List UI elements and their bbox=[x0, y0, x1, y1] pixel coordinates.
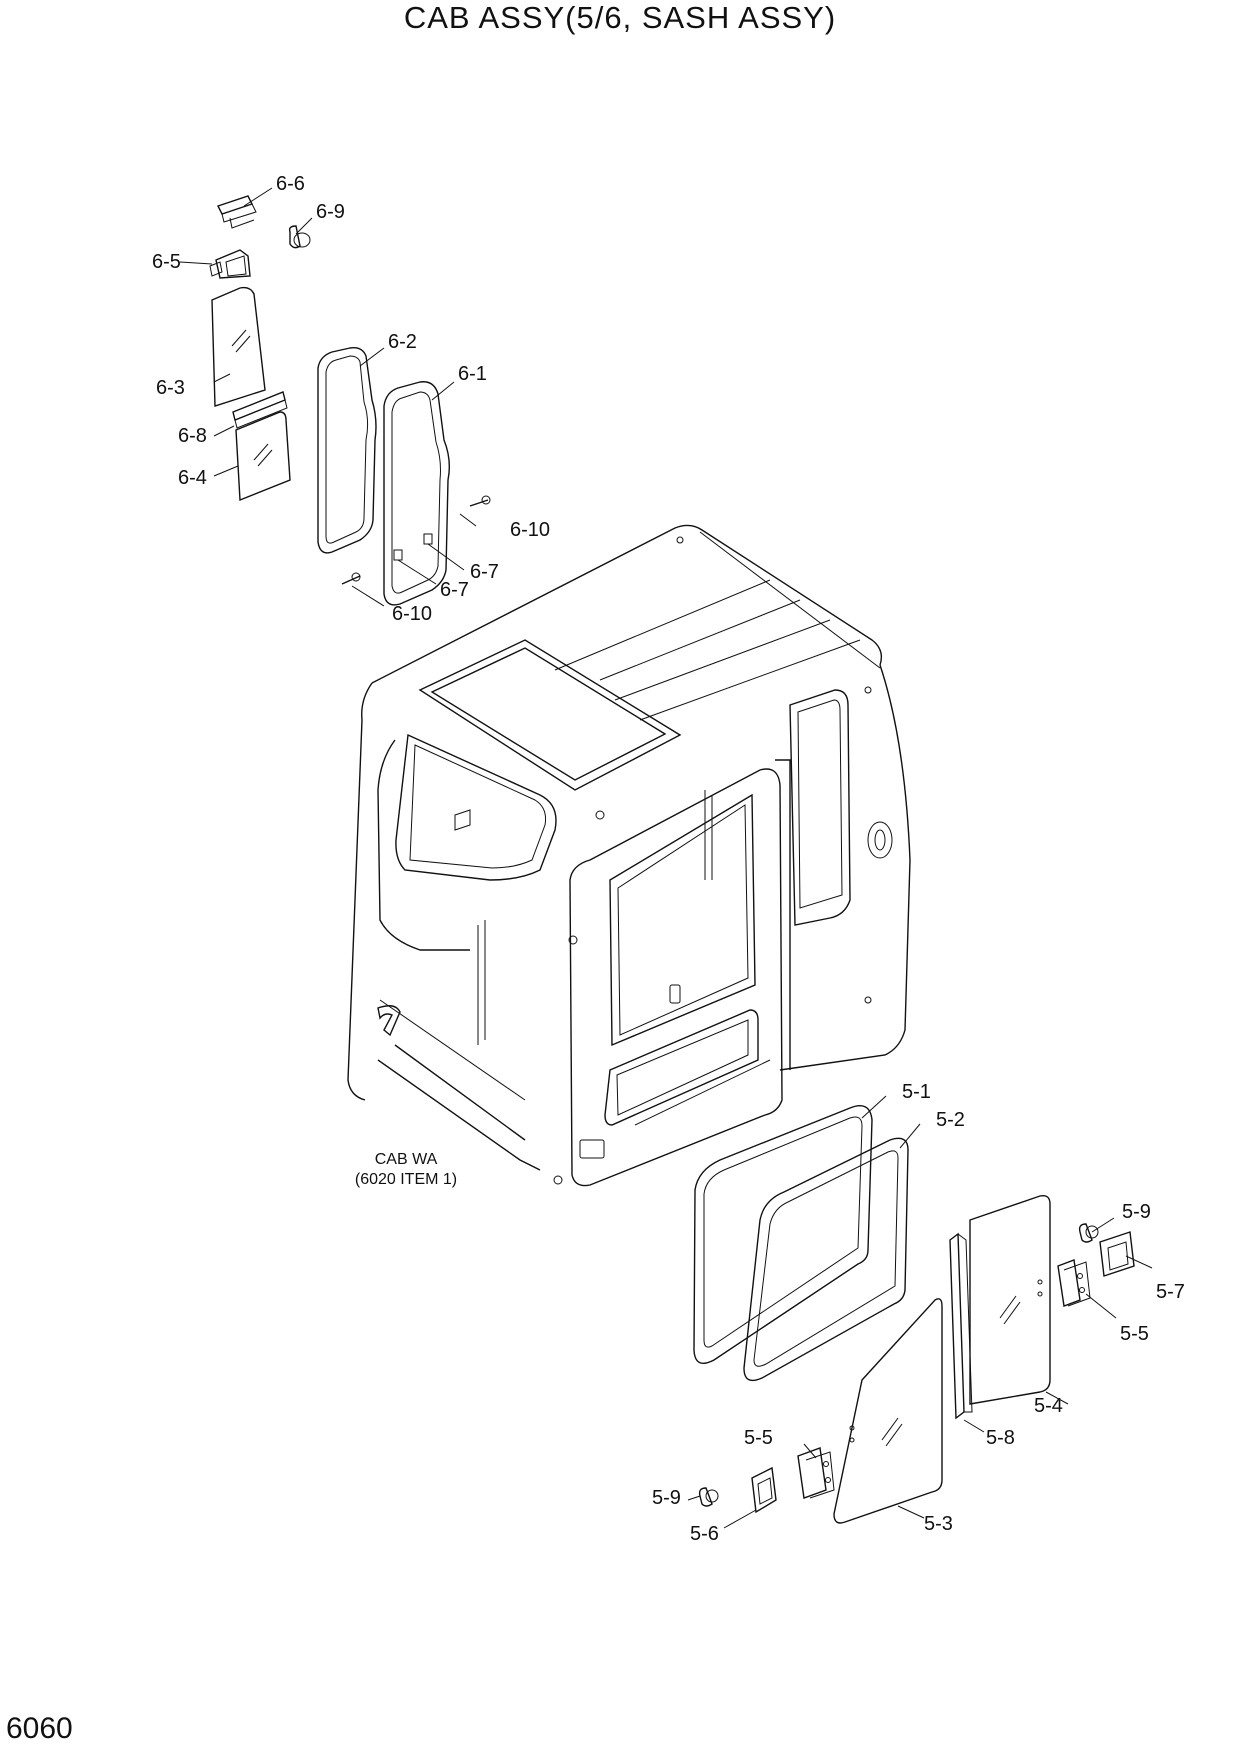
callout-5-7: 5-7 bbox=[1156, 1281, 1185, 1303]
callout-5-1: 5-1 bbox=[902, 1081, 931, 1103]
callout-5-9-right: 5-9 bbox=[1122, 1201, 1151, 1223]
callout-6-2: 6-2 bbox=[388, 331, 417, 353]
callout-5-3: 5-3 bbox=[924, 1513, 953, 1535]
callout-5-5-right: 5-5 bbox=[1120, 1323, 1149, 1345]
callout-5-8: 5-8 bbox=[986, 1427, 1015, 1449]
leader-lines bbox=[179, 187, 1153, 1529]
callout-6-6: 6-6 bbox=[276, 173, 305, 195]
callout-5-9-left: 5-9 bbox=[652, 1487, 681, 1509]
callout-5-2: 5-2 bbox=[936, 1109, 965, 1131]
callout-6-4: 6-4 bbox=[178, 467, 207, 489]
callout-6-5: 6-5 bbox=[152, 251, 181, 273]
callout-6-10-left: 6-10 bbox=[392, 603, 432, 625]
callout-5-5-left: 5-5 bbox=[744, 1427, 773, 1449]
cab-reference-note: CAB WA (6020 ITEM 1) bbox=[336, 1150, 476, 1190]
callout-6-1: 6-1 bbox=[458, 363, 487, 385]
cab-body-drawing bbox=[347, 524, 911, 1187]
callout-6-8: 6-8 bbox=[178, 425, 207, 447]
cab-note-line-1: CAB WA bbox=[374, 1151, 438, 1168]
cab-note-line-2: (6020 ITEM 1) bbox=[354, 1171, 458, 1188]
callout-6-7-left: 6-7 bbox=[440, 579, 469, 601]
sash-6-parts bbox=[209, 195, 491, 606]
callout-labels: 6-6 6-9 6-5 6-2 6-1 6-3 6-8 6-4 6-10 6-7… bbox=[152, 173, 1185, 1545]
callout-5-4: 5-4 bbox=[1034, 1395, 1063, 1417]
page-title: CAB ASSY(5/6, SASH ASSY) bbox=[403, 0, 837, 35]
callout-5-6: 5-6 bbox=[690, 1523, 719, 1545]
callout-6-9: 6-9 bbox=[316, 201, 345, 223]
callout-6-10-right: 6-10 bbox=[510, 519, 550, 541]
sash-5-parts bbox=[693, 1105, 1135, 1524]
page-number: 6060 bbox=[6, 1712, 73, 1745]
callout-6-7-right: 6-7 bbox=[470, 561, 499, 583]
callout-6-3: 6-3 bbox=[156, 377, 185, 399]
